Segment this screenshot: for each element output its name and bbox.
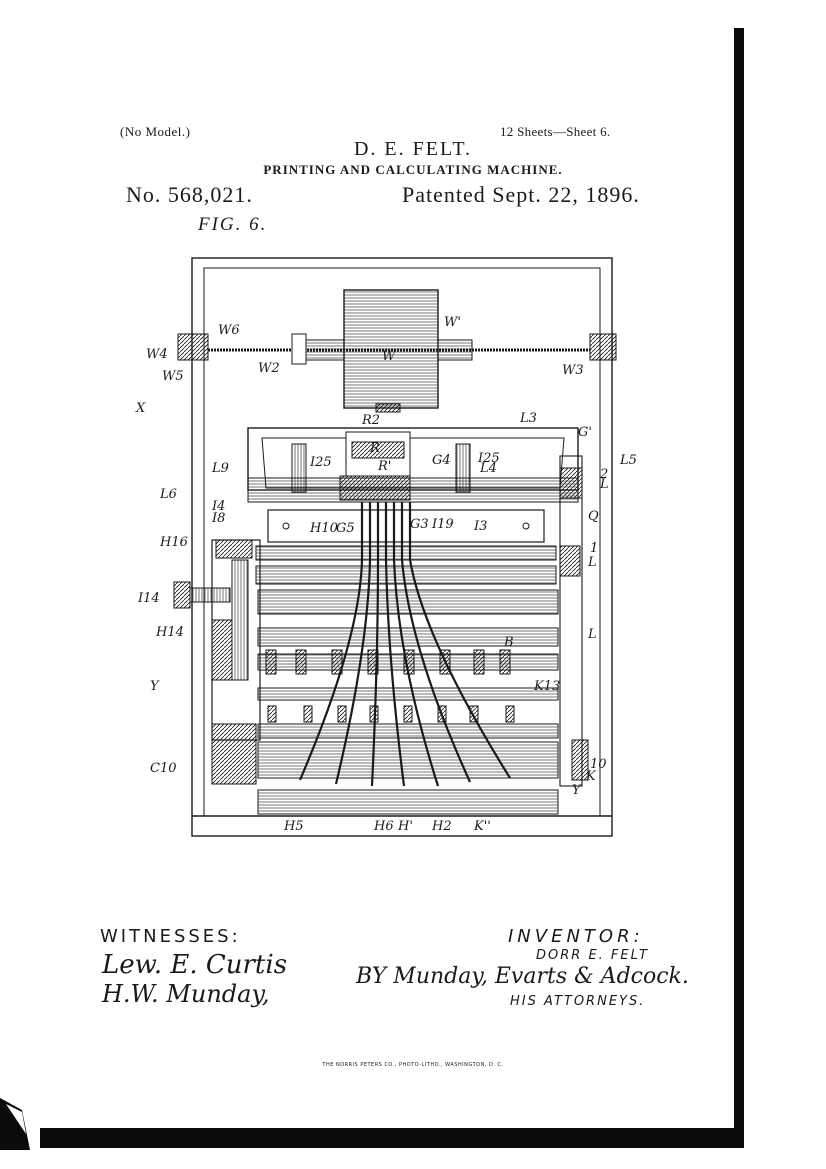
svg-text:G5: G5 — [336, 521, 355, 536]
patent-number: No. 568,021. — [126, 182, 253, 207]
svg-text:H': H' — [397, 819, 413, 834]
svg-text:G4: G4 — [432, 453, 451, 468]
svg-text:W5: W5 — [162, 369, 184, 384]
svg-text:L: L — [587, 555, 597, 570]
witnesses-label: WITNESSES: — [100, 926, 241, 947]
svg-text:B: B — [503, 635, 514, 650]
machine-frame — [191, 257, 613, 837]
svg-text:Y: Y — [572, 783, 582, 798]
inventor-signature: DORR E. FELT — [536, 948, 649, 963]
patent-title: PRINTING AND CALCULATING MACHINE. — [263, 162, 563, 177]
svg-text:K13: K13 — [533, 679, 560, 694]
attorney-signature: BY Munday, Evarts & Adcock. — [356, 964, 689, 989]
scan-border-right — [734, 28, 744, 1148]
svg-text:H5: H5 — [283, 819, 304, 834]
svg-text:L4: L4 — [479, 461, 497, 476]
inventor-label: INVENTOR: — [508, 926, 644, 947]
svg-text:W3: W3 — [562, 363, 584, 378]
svg-text:L5: L5 — [619, 453, 637, 468]
svg-text:L9: L9 — [211, 461, 229, 476]
folded-page-corner — [0, 1098, 30, 1150]
svg-text:I19: I19 — [431, 517, 454, 532]
scan-border-bottom — [40, 1128, 744, 1148]
svg-text:I25: I25 — [477, 451, 500, 466]
shaft-assembly — [177, 289, 617, 413]
patent-date: Patented Sept. 22, 1896. — [402, 182, 640, 207]
svg-text:H10: H10 — [309, 521, 338, 536]
left-side-mechanism — [173, 539, 261, 785]
attorneys-label: HIS ATTORNEYS. — [510, 994, 646, 1009]
svg-text:Y: Y — [150, 679, 160, 694]
witness-signature-2: H.W. Munday, — [102, 980, 270, 1008]
svg-text:I25: I25 — [309, 455, 332, 470]
printer-imprint: THE NORRIS PETERS CO., PHOTO-LITHO., WAS… — [322, 1062, 504, 1068]
upper-printing-frame — [247, 427, 579, 503]
svg-text:I14: I14 — [137, 591, 160, 606]
svg-text:1: 1 — [590, 541, 598, 556]
svg-text:H2: H2 — [431, 819, 452, 834]
svg-text:R': R' — [377, 459, 391, 474]
sheet-number: 12 Sheets—Sheet 6. — [500, 124, 611, 139]
reference-labels: W' W6 W4 W5 W2 W W3 X L3 R2 G' L9 I25 R … — [135, 315, 637, 834]
svg-text:W6: W6 — [218, 323, 240, 338]
svg-text:C10: C10 — [150, 761, 177, 776]
svg-text:L6: L6 — [159, 487, 177, 502]
svg-text:Q: Q — [588, 509, 599, 524]
no-model-note: (No Model.) — [120, 124, 191, 139]
witness-signature-1: Lew. E. Curtis — [102, 950, 288, 980]
type-bars — [298, 502, 511, 787]
svg-text:L: L — [587, 627, 597, 642]
svg-text:10: 10 — [590, 757, 607, 772]
svg-text:W': W' — [444, 315, 461, 330]
svg-text:L3: L3 — [519, 411, 537, 426]
svg-text:G': G' — [578, 425, 592, 440]
svg-text:K: K — [585, 769, 597, 784]
svg-text:H16: H16 — [159, 535, 188, 550]
svg-text:W: W — [382, 349, 397, 364]
key-rows — [257, 589, 559, 815]
svg-text:I4: I4 — [211, 499, 225, 514]
svg-text:K'': K'' — [473, 819, 491, 834]
svg-text:L: L — [599, 477, 609, 492]
svg-text:R2: R2 — [361, 413, 380, 428]
right-side-mechanism — [559, 455, 589, 787]
svg-text:I3: I3 — [473, 519, 487, 534]
figure-label: FIG. 6. — [198, 214, 268, 235]
svg-text:R: R — [369, 441, 380, 456]
svg-text:X: X — [135, 401, 146, 416]
type-bar-plate — [255, 509, 557, 585]
svg-text:W4: W4 — [146, 347, 168, 362]
inventor-name-heading: D. E. FELT. — [353, 138, 473, 160]
svg-text:H14: H14 — [155, 625, 184, 640]
svg-text:H6: H6 — [373, 819, 394, 834]
svg-text:2: 2 — [599, 467, 608, 482]
svg-text:W2: W2 — [258, 361, 280, 376]
svg-text:I8: I8 — [211, 511, 225, 526]
svg-text:G3: G3 — [410, 517, 429, 532]
